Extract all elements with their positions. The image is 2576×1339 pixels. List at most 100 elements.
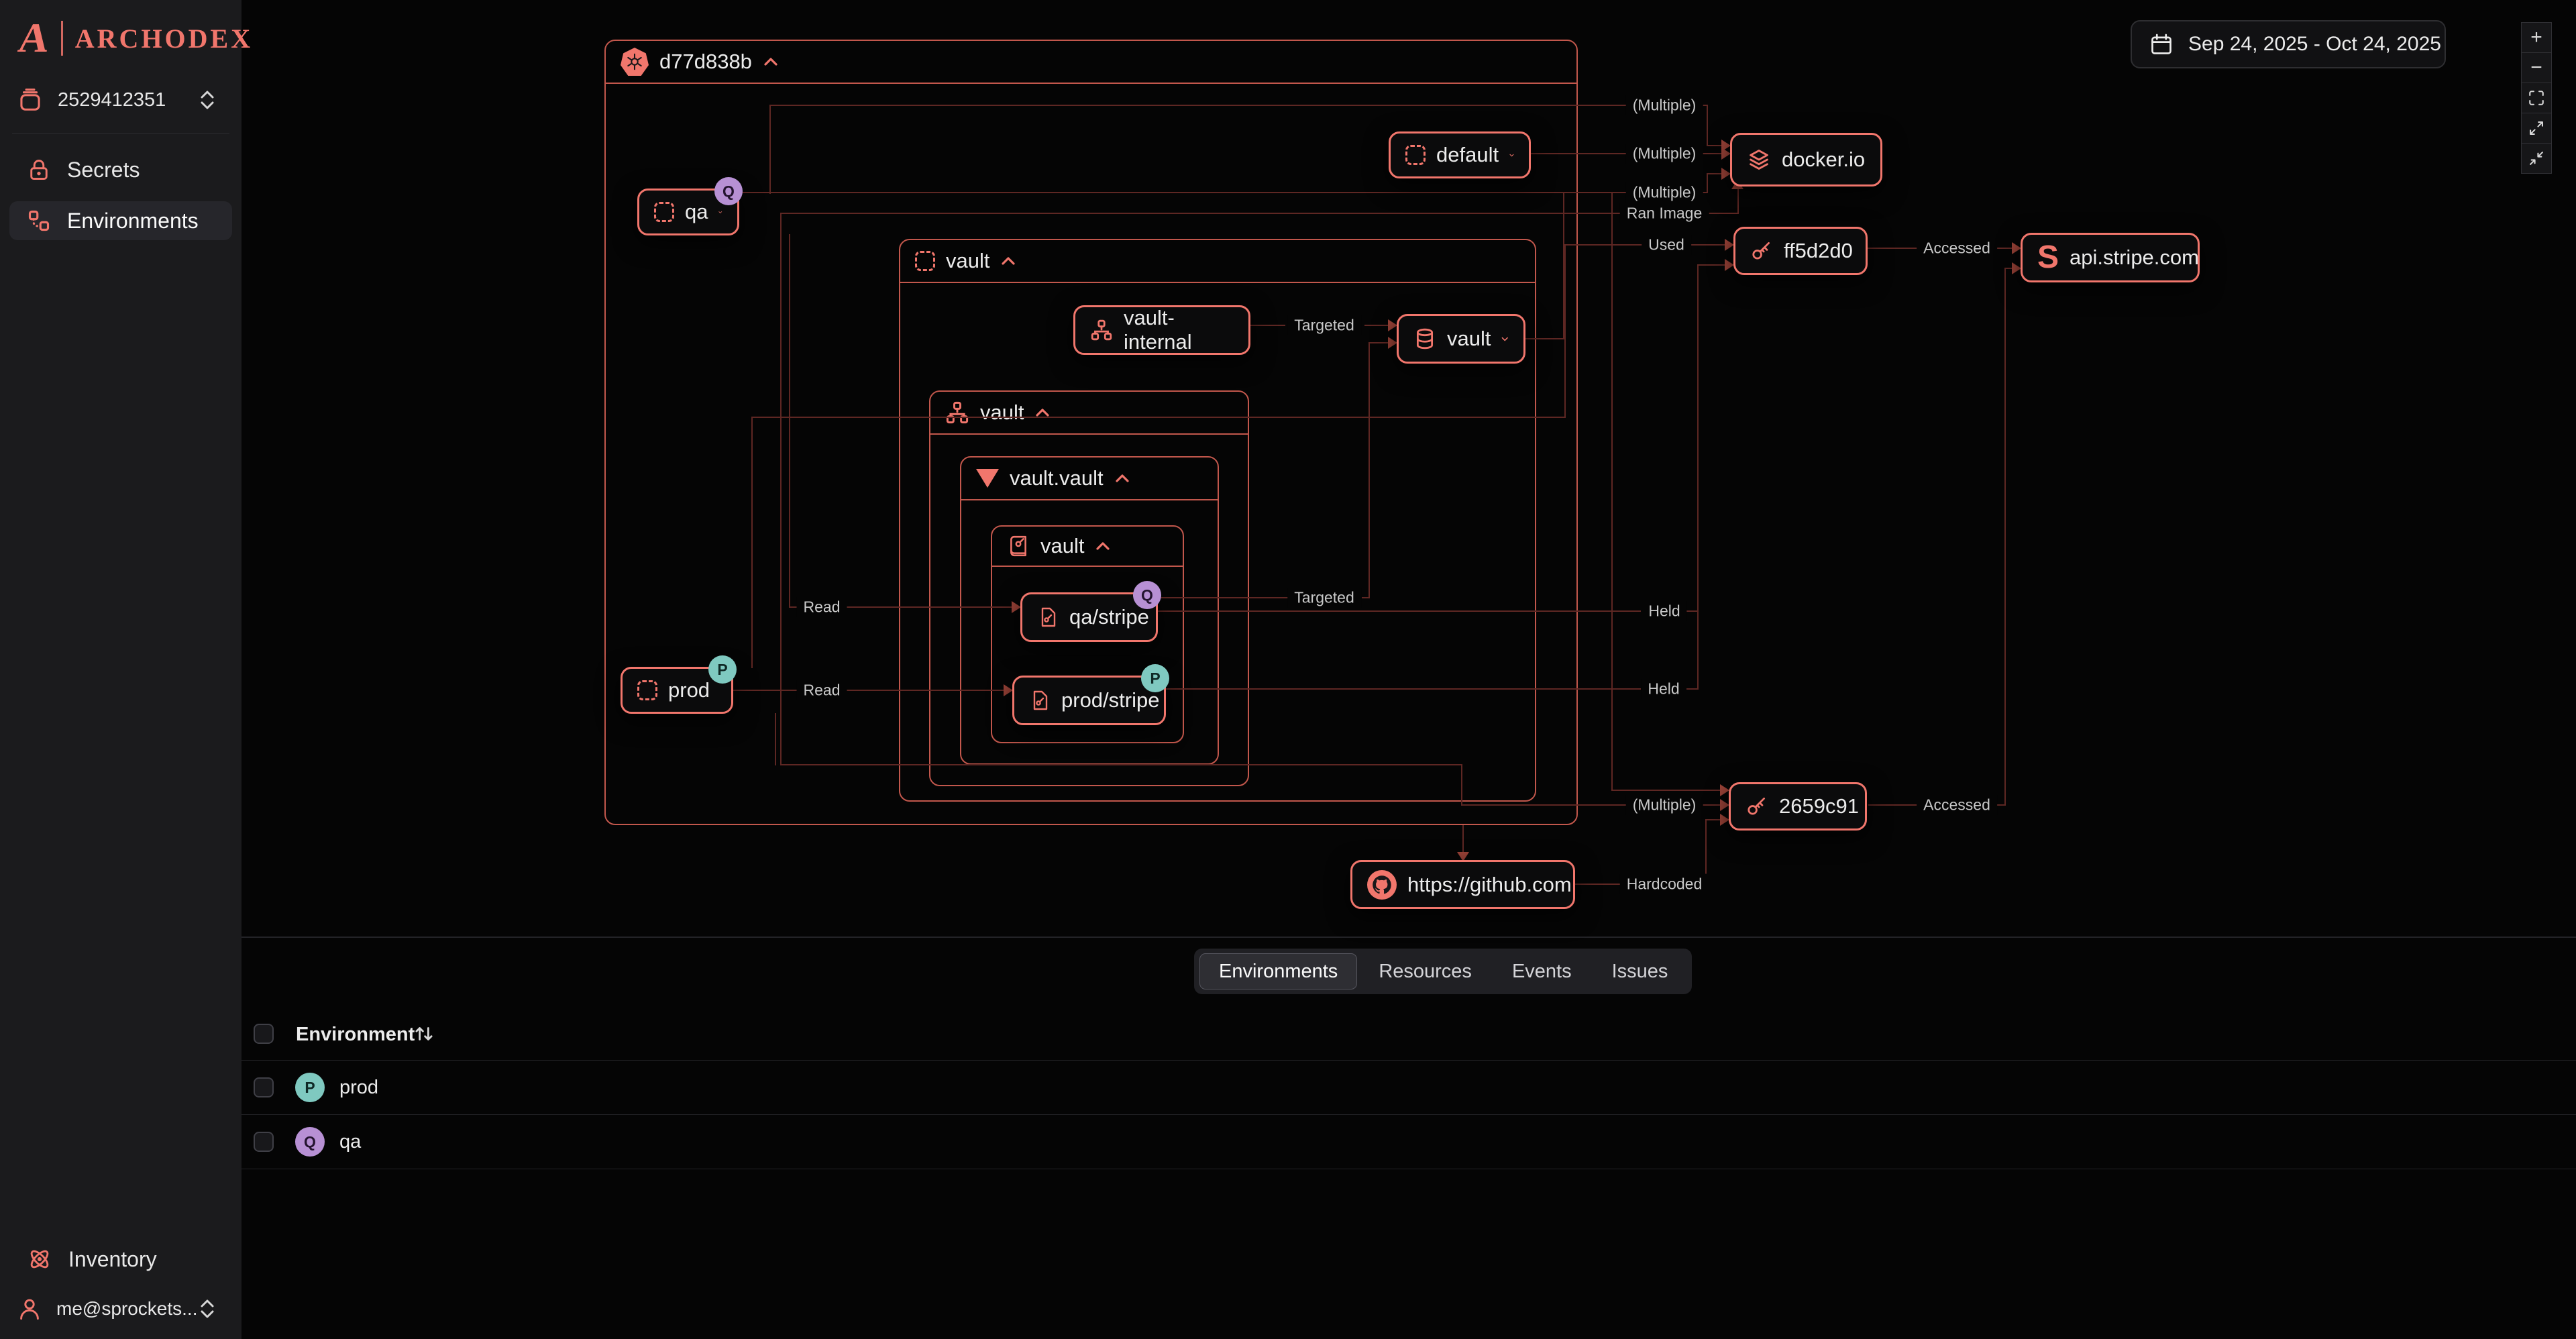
sort-icon[interactable]: [413, 1022, 435, 1045]
github-icon: [1367, 869, 1397, 900]
zoom-in-button[interactable]: +: [2521, 22, 2552, 53]
node-label: 2659c91: [1779, 794, 1859, 818]
edge-line: [1982, 248, 2012, 249]
user-menu[interactable]: me@sprockets...: [0, 1289, 241, 1328]
edge-line: [751, 417, 753, 668]
arrowhead: [1720, 784, 1729, 796]
edge-line: [1462, 825, 1464, 853]
table-header-environment: Environment: [296, 1024, 415, 1045]
container-d77d838b-header[interactable]: d77d838b: [606, 41, 1576, 84]
edge-label: (Multiple): [1625, 794, 1703, 816]
book-key-icon: [1007, 535, 1030, 557]
dashed-square-icon: [915, 251, 935, 271]
env-badge-p: P: [1141, 664, 1169, 692]
atom-icon: [27, 1246, 52, 1272]
edge-line: [780, 213, 1645, 214]
sidebar-item-inventory[interactable]: Inventory: [9, 1240, 232, 1279]
fit-view-button[interactable]: [2521, 83, 2552, 113]
app-logo[interactable]: A ARCHODEX: [15, 15, 253, 61]
edge-line: [1531, 153, 1644, 154]
sidebar-item-label: Secrets: [67, 157, 140, 182]
vault-triangle-icon: [976, 469, 999, 488]
node-prod-stripe-secret[interactable]: P prod/stripe: [1012, 664, 1169, 725]
edge-line: [1686, 153, 1723, 154]
container-vault-engine-header[interactable]: vault: [992, 527, 1183, 567]
select-all-checkbox[interactable]: [254, 1024, 274, 1044]
row-checkbox[interactable]: [254, 1077, 274, 1097]
collapse-button[interactable]: [2521, 143, 2552, 174]
chevron-up-icon: [1096, 542, 1110, 550]
layers-icon: [1747, 148, 1771, 172]
node-default[interactable]: default: [1389, 131, 1531, 178]
edge-line: [789, 234, 790, 608]
node-label: prod/stripe: [1061, 688, 1160, 712]
node-label: vault: [1447, 327, 1491, 350]
table-row-divider: [241, 1060, 2576, 1061]
tab-events[interactable]: Events: [1493, 953, 1591, 989]
container-vault-namespace-header[interactable]: vault: [900, 240, 1535, 283]
env-badge-q: Q: [714, 177, 743, 205]
sidebar-item-label: Environments: [67, 208, 199, 233]
dashed-square-icon: [1405, 145, 1426, 165]
node-prod[interactable]: P prod: [621, 655, 737, 714]
node-github-com[interactable]: https://github.com: [1350, 860, 1575, 909]
node-2659c91[interactable]: 2659c91: [1729, 782, 1867, 831]
tab-resources[interactable]: Resources: [1360, 953, 1491, 989]
tab-environments[interactable]: Environments: [1199, 953, 1358, 989]
container-d77d838b: d77d838b: [604, 40, 1578, 825]
env-badge-q: Q: [1133, 581, 1161, 609]
tab-issues[interactable]: Issues: [1593, 953, 1687, 989]
expand-button[interactable]: [2521, 113, 2552, 144]
edge-label: Held: [1641, 678, 1686, 700]
table-row-divider: [241, 1114, 2576, 1115]
kubernetes-icon: [621, 48, 649, 76]
plus-icon: +: [2530, 26, 2542, 48]
node-qa-stripe-secret[interactable]: Q qa/stripe: [1020, 581, 1161, 642]
container-vault-vault-header[interactable]: vault.vault: [961, 458, 1218, 500]
edge-line: [751, 417, 1566, 418]
sidebar-item-secrets[interactable]: Secrets: [9, 150, 232, 189]
container-vault-workload-header[interactable]: vault: [930, 392, 1248, 435]
arrowhead: [1457, 852, 1469, 861]
edge-line: [1157, 610, 1641, 612]
sidebar-item-environments[interactable]: Environments: [9, 201, 232, 240]
edge-line: [789, 606, 800, 608]
node-vault-service[interactable]: vault: [1397, 314, 1525, 364]
arrowhead: [1004, 684, 1013, 696]
arrowhead: [1012, 601, 1021, 613]
zoom-out-button[interactable]: −: [2521, 52, 2552, 83]
container-label: vault: [946, 249, 990, 272]
node-docker-io[interactable]: docker.io: [1730, 133, 1882, 186]
account-id: 2529412351: [58, 89, 166, 111]
chevron-up-icon: [1115, 474, 1129, 482]
arrowhead: [1720, 799, 1729, 811]
arrowhead: [1388, 319, 1397, 331]
edge-line: [769, 105, 771, 194]
edge-line: [1707, 173, 1723, 174]
date-range-picker[interactable]: Sep 24, 2025 - Oct 24, 2025: [2131, 20, 2446, 68]
edge-line: [1686, 804, 1721, 806]
edge-line: [1697, 264, 1699, 690]
edge-line: [1685, 213, 1739, 214]
diagram-view-toolbar: + −: [2521, 22, 2552, 174]
node-ff5d2d0[interactable]: ff5d2d0: [1733, 227, 1868, 275]
environment-name: qa: [339, 1131, 362, 1153]
edge-line: [1707, 173, 1708, 193]
node-label: docker.io: [1782, 148, 1866, 171]
edge-line: [1525, 338, 1564, 339]
account-switcher[interactable]: 2529412351: [0, 81, 241, 119]
edge-line: [738, 192, 1644, 193]
edge-label: Used: [1642, 234, 1691, 256]
node-vault-internal[interactable]: vault-internal: [1073, 305, 1250, 355]
node-api-stripe-com[interactable]: S api.stripe.com: [2021, 233, 2200, 282]
tab-label: Environments: [1219, 960, 1338, 982]
row-checkbox[interactable]: [254, 1132, 274, 1152]
edge-line: [1165, 688, 1641, 690]
user-icon: [17, 1297, 42, 1321]
container-label: vault.vault: [1010, 466, 1104, 490]
edge-label: (Multiple): [1625, 182, 1703, 203]
chevron-up-down-icon: [199, 1297, 216, 1320]
collapse-arrows-icon: [2528, 150, 2545, 167]
node-qa[interactable]: Q qa: [637, 177, 743, 235]
node-label: vault-internal: [1124, 306, 1192, 354]
